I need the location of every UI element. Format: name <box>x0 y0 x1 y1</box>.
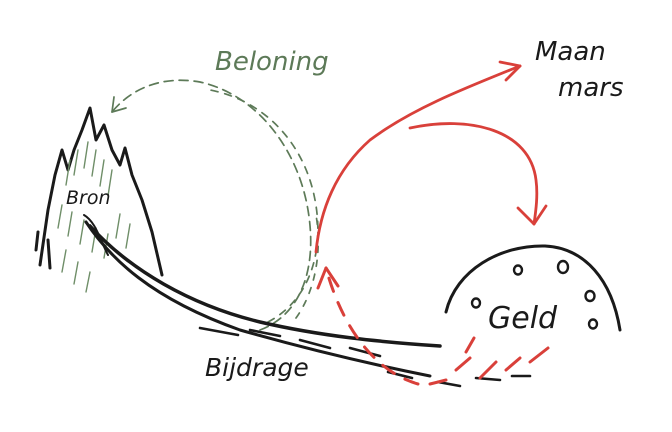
money-dome <box>444 244 622 332</box>
source-label: Bron <box>66 187 111 209</box>
red-return-dashes <box>316 266 550 386</box>
reward-loop-arrow <box>111 79 320 331</box>
money-coins <box>470 259 599 330</box>
mars-label: mars <box>558 73 624 103</box>
mountain-source <box>34 106 164 277</box>
reward-label: Beloning <box>215 47 329 77</box>
money-label: Geld <box>488 301 558 336</box>
contribution-dashes <box>198 326 532 388</box>
contribution-arrow <box>83 214 442 378</box>
moon-label: Maan <box>535 37 606 67</box>
moon-mars-loop-arrow <box>314 60 548 254</box>
contribution-label: Bijdrage <box>205 353 309 382</box>
